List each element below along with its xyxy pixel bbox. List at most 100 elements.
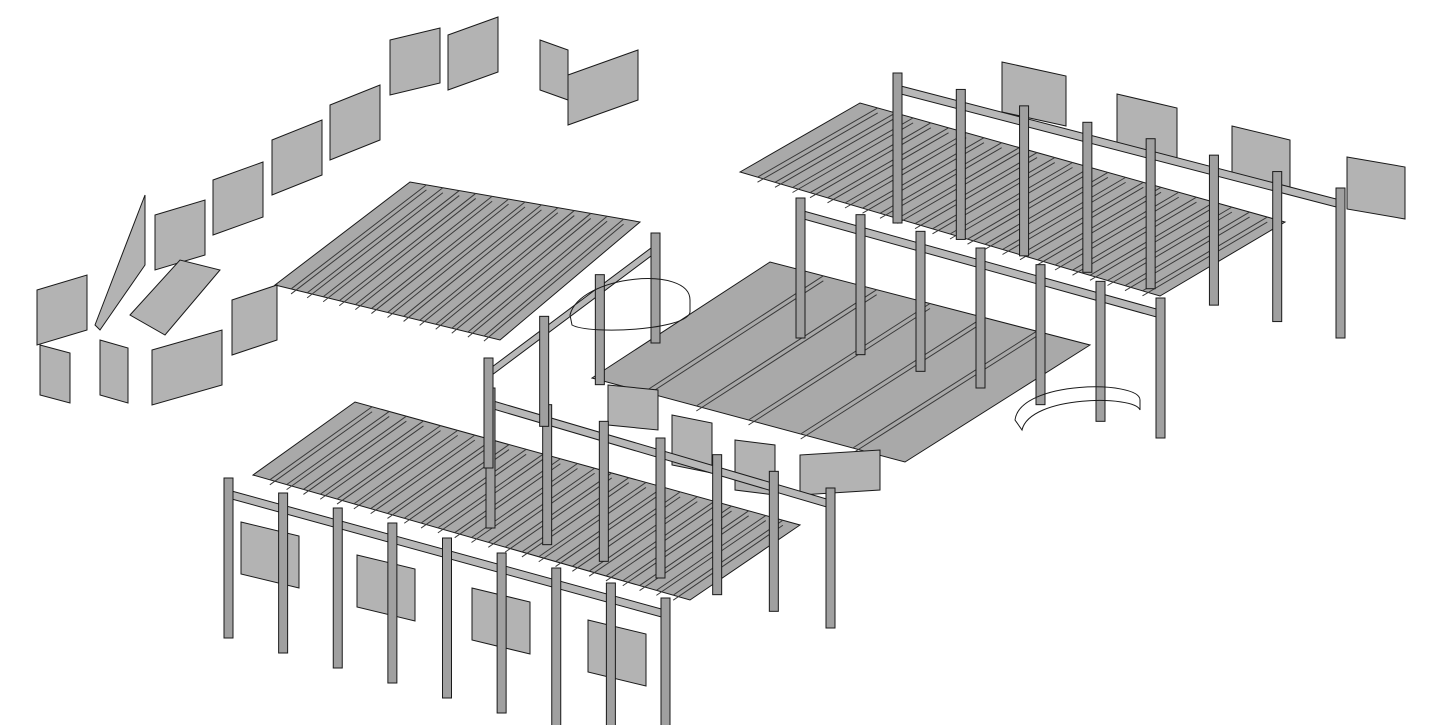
wall-panel [587, 619, 647, 687]
joist [1142, 216, 1268, 292]
post [655, 437, 666, 579]
joist [844, 132, 967, 204]
joist-underside [419, 212, 559, 326]
wall-panel [389, 27, 441, 96]
post [496, 552, 507, 714]
joist-underside [538, 487, 647, 563]
post [1019, 105, 1030, 257]
joist [467, 215, 608, 333]
joist-underside [504, 477, 613, 553]
post [605, 582, 616, 725]
joist-underside [303, 420, 407, 495]
joist-underside [290, 189, 427, 295]
floor-top-right [738, 102, 1287, 297]
joist-underside [748, 308, 931, 426]
joist [370, 434, 476, 510]
joist [419, 207, 559, 321]
joist [757, 107, 878, 178]
joist [483, 218, 624, 337]
post [1155, 297, 1166, 439]
frame-top-right-back [892, 72, 1346, 339]
joist-underside [643, 280, 824, 398]
joist-underside [757, 112, 878, 183]
post [278, 492, 289, 654]
joist-underside [774, 117, 896, 188]
post [1208, 154, 1219, 306]
post [387, 522, 398, 684]
joist [1054, 191, 1180, 266]
joist-underside [696, 294, 877, 412]
post [442, 537, 452, 699]
joist [338, 193, 477, 302]
joist-underside [809, 127, 932, 199]
joist-underside [932, 162, 1056, 235]
post [1035, 264, 1046, 406]
wall-panel [539, 39, 569, 101]
joist [748, 303, 931, 421]
post [1082, 121, 1093, 273]
joist [355, 195, 493, 306]
joist [387, 439, 493, 514]
joist [286, 411, 390, 486]
wall-panel [567, 49, 639, 126]
joist [319, 420, 424, 495]
joist-underside [353, 434, 458, 510]
post [975, 247, 986, 389]
joist-underside [387, 444, 493, 519]
joist [353, 429, 458, 505]
post [660, 597, 671, 725]
joist-underside [488, 472, 595, 548]
joist [809, 122, 932, 194]
post [795, 197, 806, 339]
joist-underside [269, 411, 373, 486]
joist [555, 486, 664, 562]
floor-top-left [273, 181, 642, 342]
joist-underside [672, 524, 784, 601]
joist [932, 157, 1056, 230]
joist [1037, 186, 1162, 261]
joist-underside [483, 223, 624, 342]
wall-panel [271, 119, 323, 196]
post [955, 88, 966, 240]
post [650, 232, 661, 344]
post [598, 420, 609, 562]
post [332, 507, 343, 669]
curved-walls [569, 278, 1141, 432]
joist [656, 515, 767, 591]
joist [852, 330, 1037, 449]
joist-underside [319, 425, 424, 500]
wall-panel [154, 199, 206, 271]
joist [488, 467, 595, 543]
joist-underside [827, 132, 949, 204]
wall-panel [356, 554, 416, 622]
wall-panel [36, 274, 88, 346]
joist [504, 472, 613, 548]
joist [306, 187, 444, 294]
joist-underside [800, 321, 984, 440]
post [483, 357, 494, 469]
joist-underside [844, 137, 967, 209]
joist-underside [521, 482, 630, 558]
post [223, 477, 234, 639]
joist-underside [1019, 186, 1144, 261]
joist [371, 198, 509, 309]
joist-underside [914, 157, 1038, 230]
wall-panel [1346, 156, 1406, 220]
joist [1072, 196, 1197, 271]
joist-underside [306, 192, 444, 299]
post [915, 230, 926, 372]
wall-panel [151, 329, 223, 406]
joist-underside [370, 439, 476, 515]
wall-panel [447, 16, 499, 91]
joist [387, 201, 526, 313]
post [1335, 187, 1346, 339]
joist-underside [336, 430, 441, 505]
joist [269, 406, 373, 481]
joist-underside [435, 215, 575, 330]
joist-underside [949, 167, 1073, 240]
wall-panel [231, 284, 278, 356]
joist-underside [588, 501, 698, 577]
joist [914, 152, 1038, 225]
stair-flight [129, 259, 221, 336]
